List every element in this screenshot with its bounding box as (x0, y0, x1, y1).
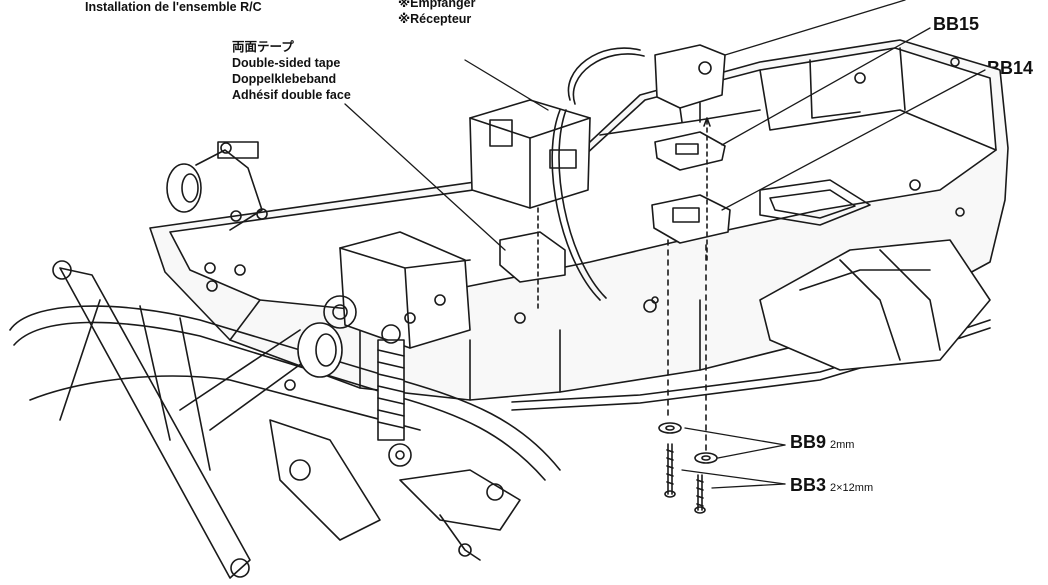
screw-heads (204, 57, 965, 391)
part-size: 2×12mm (830, 482, 874, 494)
screw-icon (694, 474, 706, 514)
tape-label-fr: Adhésif double face (232, 88, 351, 102)
receiver (469, 47, 645, 301)
receiver-label-fr: ※Récepteur (398, 12, 472, 26)
front-bumper (9, 260, 561, 579)
part-code: BB9 (790, 432, 827, 452)
servo (323, 231, 471, 349)
shock-absorber (377, 324, 412, 467)
tape-label-en: Double-sided tape (232, 56, 341, 70)
tape-label-de: Doppelklebeband (232, 72, 337, 86)
tape-pad (499, 231, 566, 283)
rear-bumper (759, 239, 991, 371)
part-code: BB3 (790, 475, 827, 495)
leader-lines (344, 0, 986, 489)
knuckle (269, 419, 521, 561)
side-rail (511, 319, 991, 403)
wheel-hub (297, 322, 343, 378)
screw-icon (664, 443, 676, 498)
part-bb15: BB15 (933, 14, 979, 35)
part-size: 2mm (830, 439, 855, 451)
part-code: BB15 (933, 14, 980, 34)
tape-label-jp: 両面テープ (232, 40, 294, 54)
washer-icon (694, 452, 718, 464)
step-title: Installation de l'ensemble R/C (85, 0, 262, 14)
receiver-label-de: ※Empfänger (398, 0, 476, 10)
switch-unit (651, 44, 731, 261)
wheel-hub (166, 141, 263, 231)
washer-icon (658, 422, 682, 434)
